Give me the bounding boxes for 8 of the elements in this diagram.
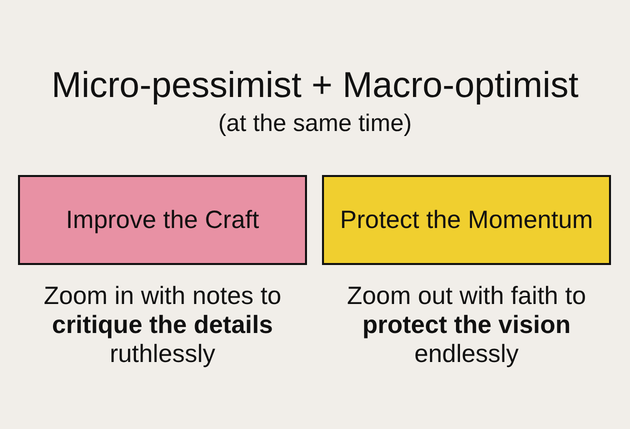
description-text: Zoom in with notes to critique the details ruthlessly — [42, 282, 282, 369]
box-label: Protect the Momentum — [340, 205, 593, 235]
title: Micro-pessimist + Macro-optimist — [51, 63, 579, 107]
label-box — [322, 175, 611, 265]
description-text: Zoom out with faith to protect the vision endlessly — [346, 282, 587, 369]
label-box — [18, 175, 307, 265]
box-label: Improve the Craft — [66, 205, 260, 235]
subtitle: (at the same time) — [218, 109, 412, 139]
